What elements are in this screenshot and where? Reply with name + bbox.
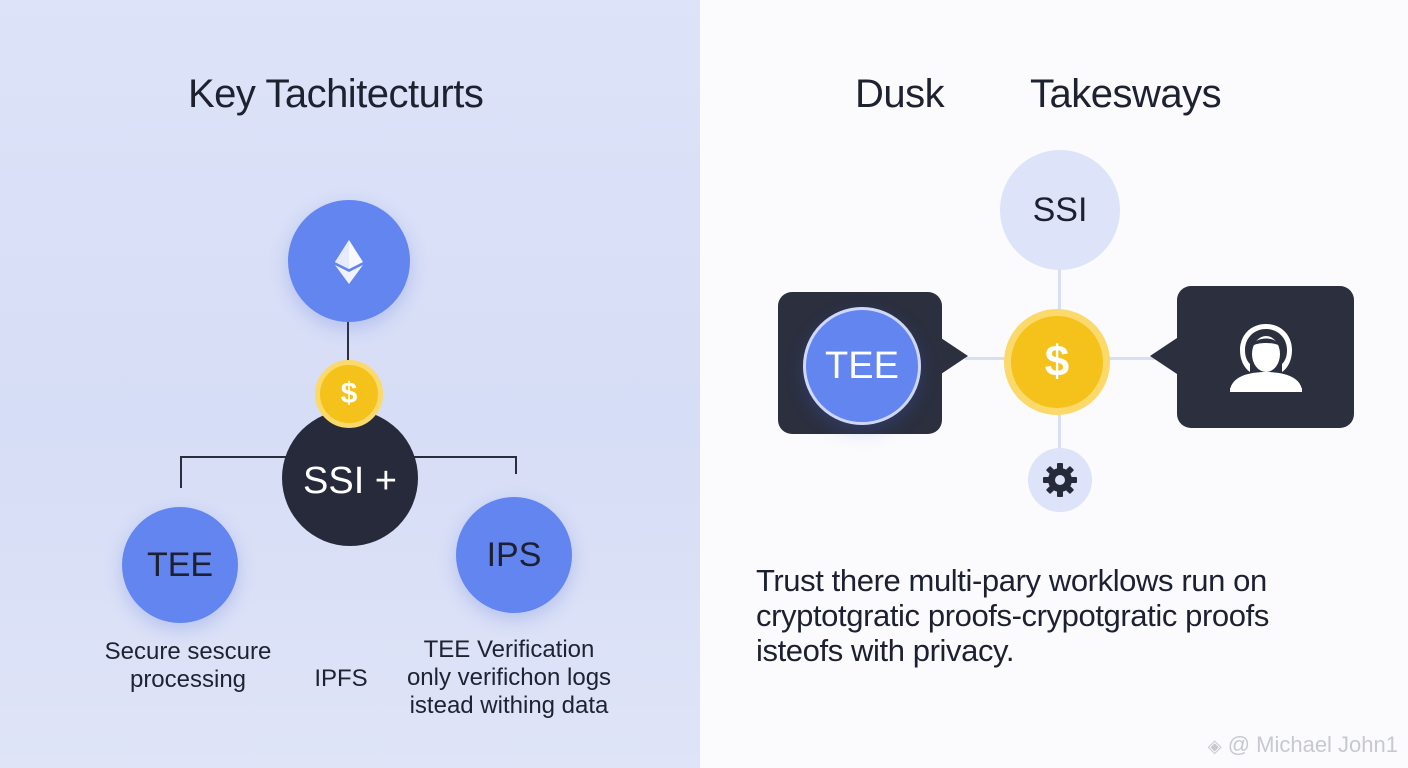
- caption-left-line-1: Secure sescure: [104, 638, 272, 665]
- connector-vertical: [347, 318, 349, 363]
- watermark-logo-icon: ◈: [1207, 736, 1222, 756]
- gear-node: [1028, 448, 1092, 512]
- watermark: ◈ @ Michael John1: [1208, 732, 1398, 758]
- tee-bubble-pointer: [938, 336, 968, 376]
- connector-right-drop: [515, 456, 517, 474]
- caption-left-line-2: processing: [129, 666, 247, 693]
- tee-node-label: TEE: [146, 545, 214, 584]
- ssi-node-label: SSI: [1032, 190, 1088, 229]
- paragraph-line-1: Trust there multi-pary worklows run on: [756, 563, 1267, 598]
- center-node: SSI +: [282, 410, 418, 546]
- user-bubble-pointer: [1150, 336, 1180, 376]
- ssi-node: SSI: [1000, 150, 1120, 270]
- coin-node: $: [315, 360, 383, 428]
- connector-left-drop: [180, 456, 182, 488]
- gear-icon: [1043, 463, 1077, 497]
- caption-left: Secure sescure processing: [95, 638, 281, 694]
- caption-right-line-1: TEE Verification: [423, 636, 595, 663]
- paragraph-line-2: cryptotgratic proofs-crypotgratic proofs: [756, 598, 1269, 633]
- user-avatar-icon: [1230, 324, 1302, 392]
- tee-node: TEE: [122, 507, 238, 623]
- caption-middle: IPFS: [314, 665, 368, 692]
- ips-node-label: IPS: [486, 535, 542, 574]
- dollar-icon-right: $: [1044, 337, 1070, 386]
- right-title-dusk: Dusk: [855, 72, 945, 116]
- caption-right-line-2: only verifichon logs: [406, 664, 612, 691]
- tee-node-right-label: TEE: [825, 344, 899, 387]
- coin-node-right: $: [1004, 309, 1110, 415]
- caption-right-line-3: istead withing data: [409, 692, 609, 719]
- watermark-text: @ Michael John1: [1227, 732, 1398, 757]
- caption-right: TEE Verification only verifichon logs is…: [398, 636, 620, 720]
- top-node: [288, 200, 410, 322]
- tee-node-right: TEE: [803, 307, 921, 425]
- dollar-icon: $: [340, 377, 358, 410]
- left-title: Key Tachitecturts: [188, 72, 484, 116]
- paragraph-line-3: isteofs with privacy.: [756, 633, 1015, 668]
- ips-node: IPS: [456, 497, 572, 613]
- center-node-label: SSI +: [303, 459, 397, 502]
- takeaway-paragraph: Trust there multi-pary worklows run on c…: [756, 563, 1269, 668]
- ethereum-icon: [335, 240, 363, 284]
- right-title-takesways: Takesways: [1030, 72, 1222, 116]
